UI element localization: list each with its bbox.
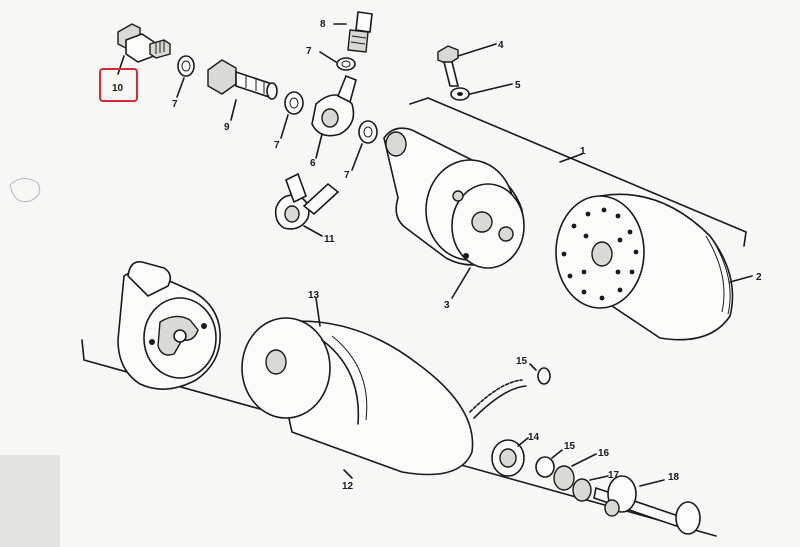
part-8-sensor[interactable] xyxy=(333,11,373,53)
part-14-seal[interactable] xyxy=(491,437,529,477)
part-9-banjo-bolt[interactable] xyxy=(207,59,278,121)
washer-7-right[interactable] xyxy=(351,120,378,171)
part-13-bowl[interactable] xyxy=(241,297,474,476)
callout-7-right: 7 xyxy=(344,170,350,181)
callout-11: 11 xyxy=(324,234,335,245)
washer-7-left[interactable] xyxy=(176,55,195,98)
callout-7-left: 7 xyxy=(172,99,178,110)
callout-18: 18 xyxy=(668,472,680,483)
callout-14: 14 xyxy=(528,432,540,443)
washer-15-upper[interactable] xyxy=(529,363,551,385)
callout-7-upper: 7 xyxy=(306,46,312,57)
callout-15-upper: 15 xyxy=(516,356,528,367)
part-4-bolt[interactable] xyxy=(437,43,497,87)
callout-5: 5 xyxy=(515,80,521,91)
part-17-spring[interactable] xyxy=(572,475,609,502)
part-6-banjo-fitting[interactable] xyxy=(311,74,357,159)
callout-3: 3 xyxy=(444,300,450,311)
callout-15-lower: 15 xyxy=(564,441,576,452)
callout-1: 1 xyxy=(580,146,586,157)
scan-artifacts xyxy=(0,178,60,547)
washer-15-lower[interactable] xyxy=(535,449,563,478)
callout-13: 13 xyxy=(308,290,320,301)
part-10-pressure-switch[interactable] xyxy=(117,23,171,75)
callout-10[interactable]: 10 xyxy=(112,83,124,94)
callout-labels: 1 2 3 4 5 6 7 7 7 7 8 9 10 11 12 13 14 1… xyxy=(112,19,762,492)
callout-16: 16 xyxy=(598,448,610,459)
washer-7-upper[interactable] xyxy=(319,51,356,71)
callout-4: 4 xyxy=(498,40,504,51)
part-16-nut[interactable] xyxy=(553,453,597,491)
callout-6: 6 xyxy=(310,158,316,169)
group-1-bracket xyxy=(409,97,747,247)
sedimenter-head[interactable] xyxy=(117,260,221,390)
part-11-banjo-union[interactable] xyxy=(274,172,340,237)
drain-hose xyxy=(469,379,527,419)
cartridge-holes xyxy=(561,207,639,301)
callout-7-middle: 7 xyxy=(274,140,280,151)
washer-7-middle[interactable] xyxy=(280,91,304,139)
callout-2: 2 xyxy=(756,272,762,283)
part-3-filter-head[interactable] xyxy=(383,127,525,299)
callout-9: 9 xyxy=(224,122,230,133)
callout-12: 12 xyxy=(342,481,354,492)
part-5-washer[interactable] xyxy=(450,83,513,101)
callout-8: 8 xyxy=(320,19,326,30)
highlight-box-part-10 xyxy=(99,68,138,102)
part-2-filter-cartridge[interactable] xyxy=(555,193,753,341)
part-18-drain-plug[interactable] xyxy=(593,475,701,535)
callout-17: 17 xyxy=(608,470,620,481)
group-12-bracket xyxy=(81,339,717,537)
